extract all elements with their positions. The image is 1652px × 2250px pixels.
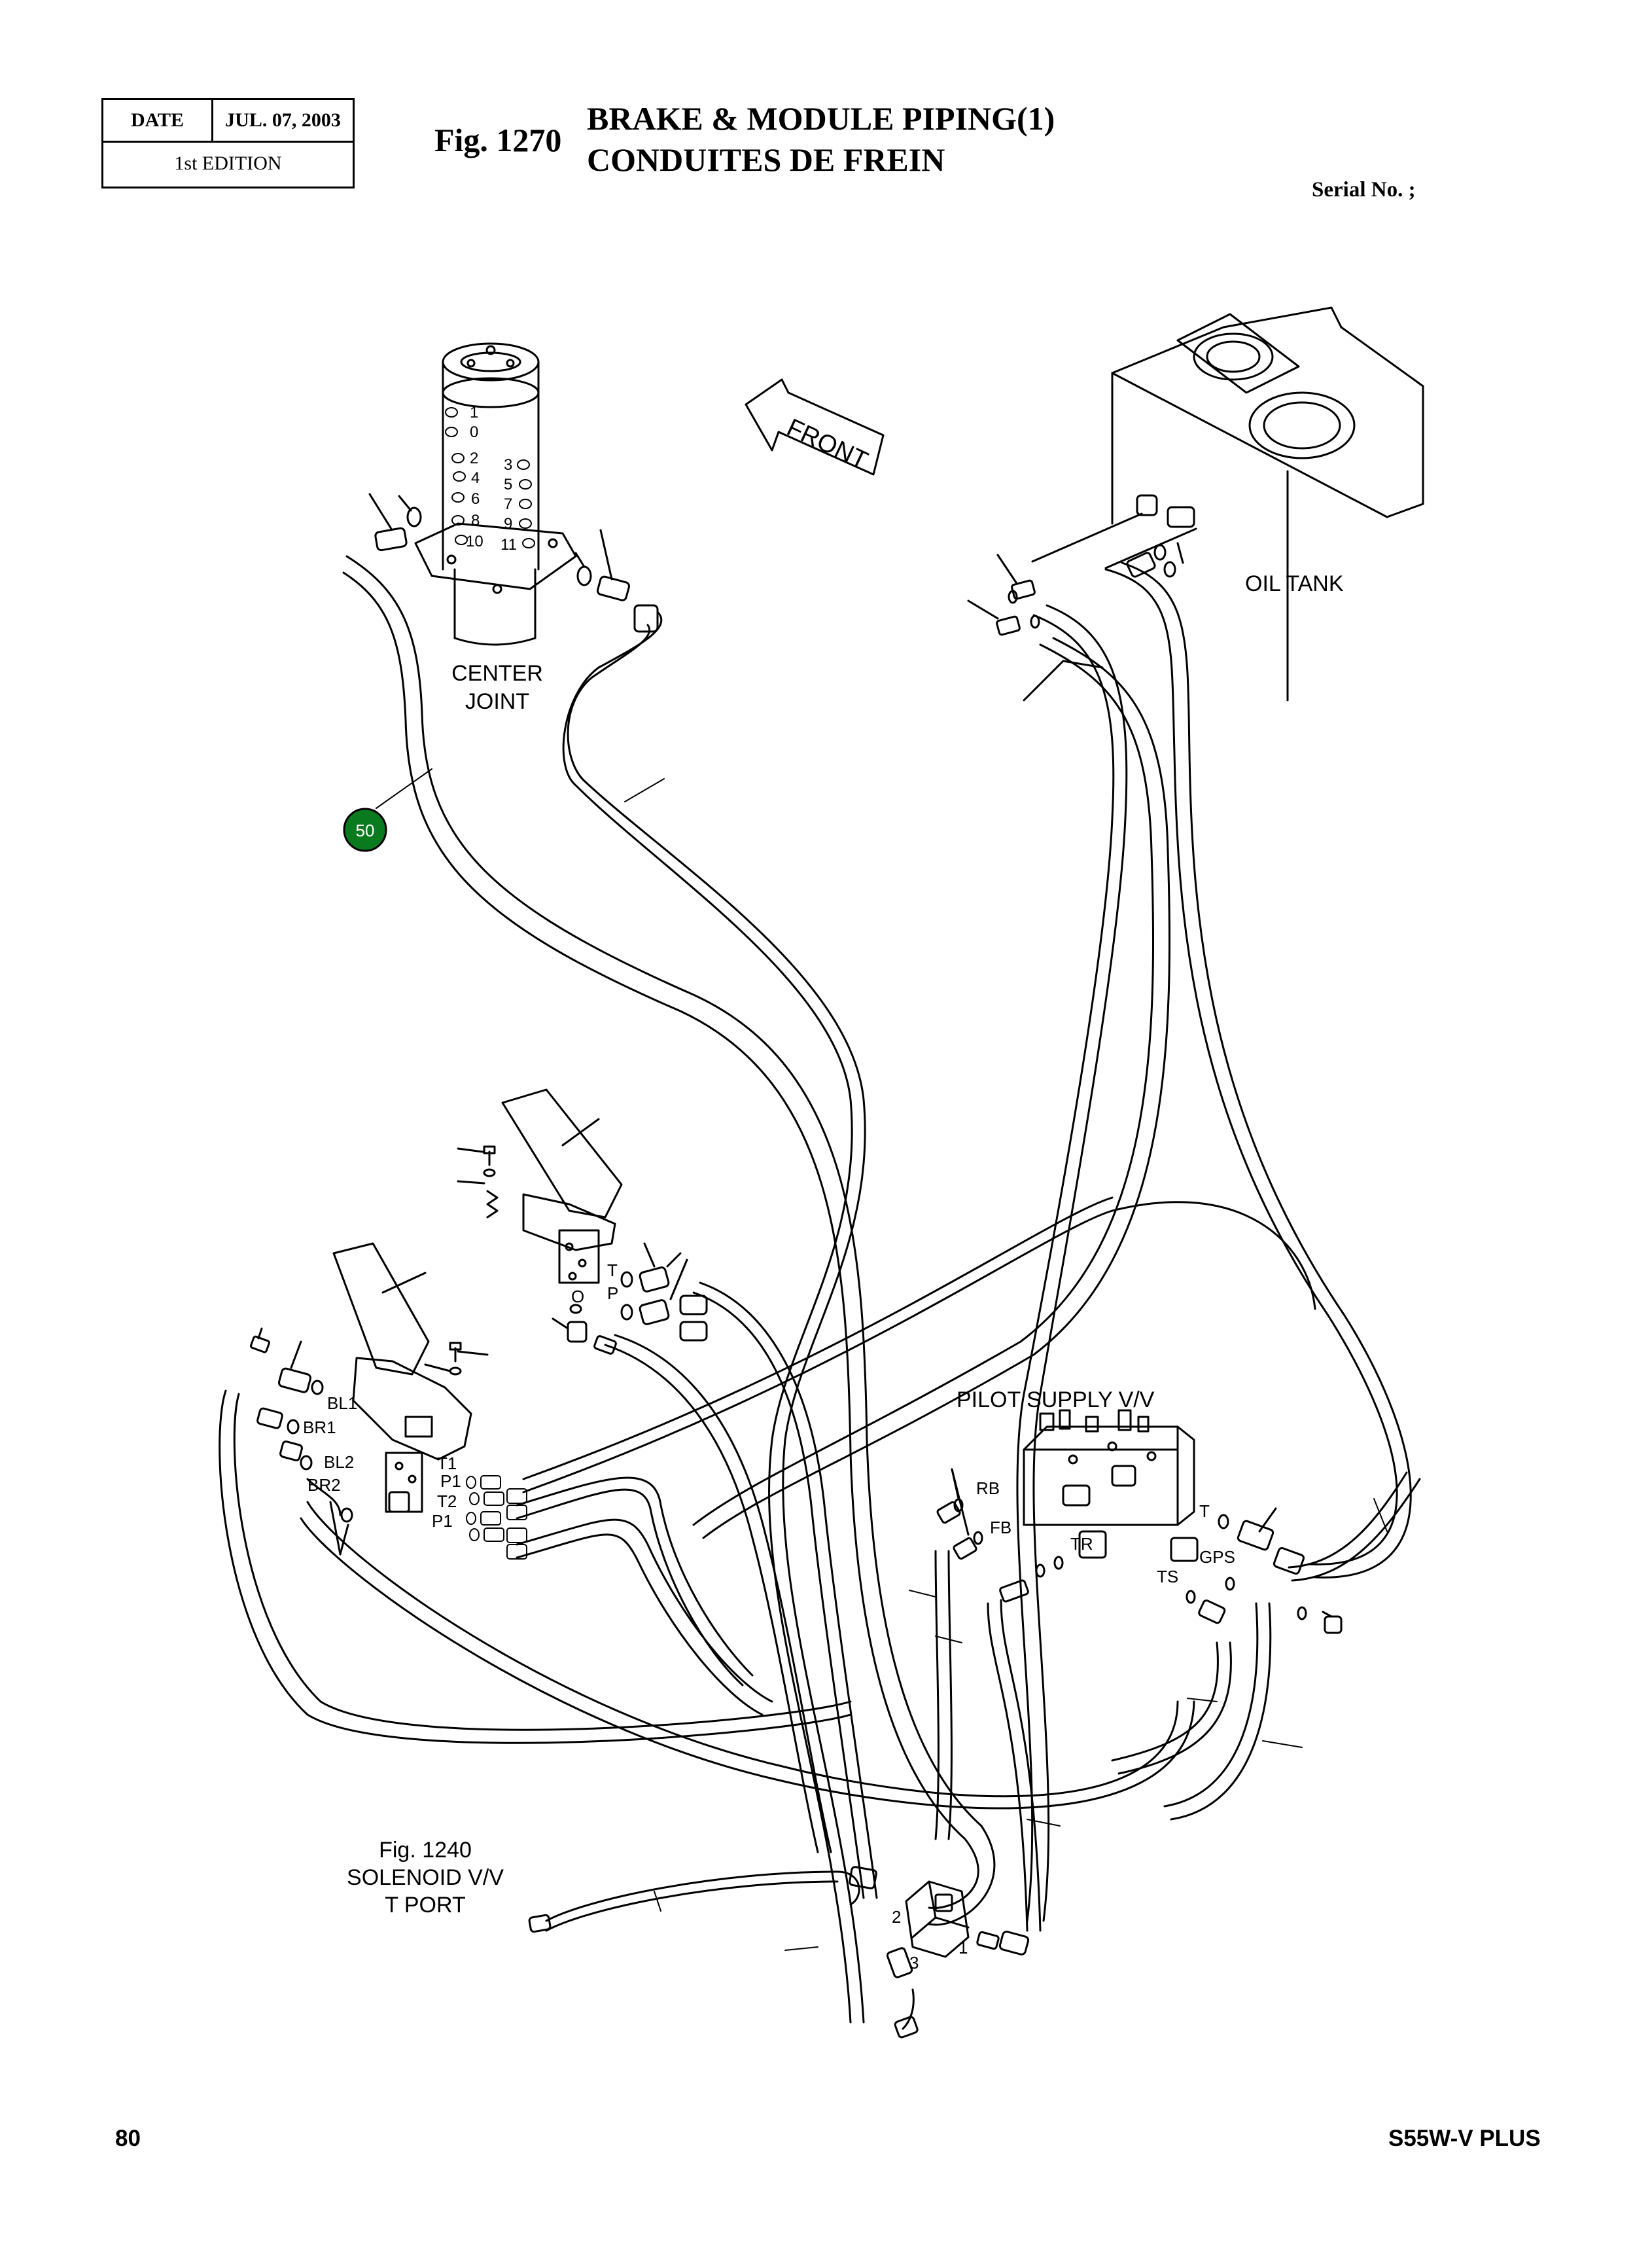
port-number: 11 [501,536,517,554]
port-number: 4 [471,469,480,487]
figure-number: Fig. 1270 [434,122,562,158]
joint-fittings [368,493,659,633]
callout-circle[interactable] [343,808,387,852]
solenoid-ref-label-2: SOLENOID V/V [347,1865,504,1890]
port-bl1: BL1 [327,1393,357,1413]
pilot-supply-label: PILOT SUPPLY V/V [957,1387,1155,1412]
solenoid-port-3: 3 [909,1953,919,1973]
front-label: FRONT [782,414,871,474]
port-p1-lower: P1 [432,1511,453,1531]
port-br1: BR1 [303,1418,336,1437]
date-label: DATE [103,100,213,141]
oil-tank [1031,306,1424,702]
solenoid-valve [849,1866,1030,2039]
solenoid-port-2: 2 [892,1907,901,1927]
port-bl2: BL2 [324,1452,354,1472]
brake-valve-pedal [249,1242,527,1560]
port-number: 3 [504,456,512,474]
solenoid-ref-label-1: Fig. 1240 [379,1838,472,1863]
title-english: BRAKE & MODULE PIPING(1) [587,100,1055,137]
serial-number: Serial No. ; [1312,178,1416,202]
port-number: 1 [470,404,478,421]
port-tr: TR [1070,1534,1093,1554]
port-number: 0 [470,423,478,441]
center-joint-label-2: JOINT [465,689,529,714]
port-t2: T2 [437,1491,457,1511]
callout-number[interactable]: 50 [356,821,375,840]
oil-tank-label: OIL TANK [1245,571,1344,596]
pedal-port-o: O [571,1287,584,1306]
port-number: 9 [504,515,512,533]
port-number: 10 [466,533,483,550]
port-ts: TS [1157,1567,1178,1586]
port-t: T [1199,1501,1210,1521]
solenoid-ref-label-3: T PORT [385,1893,465,1918]
port-number: 7 [504,495,512,513]
pedal-port-t: T [607,1260,618,1280]
pedal-port-p: P [607,1283,618,1303]
port-number: 8 [471,512,480,529]
edition-box-row: DATE JUL. 07, 2003 [103,100,353,143]
page-number: 80 [115,2126,141,2151]
port-fb: FB [990,1518,1011,1537]
port-gps: GPS [1199,1547,1235,1567]
solenoid-port-1: 1 [958,1938,968,1957]
callout-50[interactable]: 50 [343,808,387,852]
t-port-fitting [528,1914,552,1933]
leader-lines [376,768,1388,1951]
model-name: S55W-V PLUS [1388,2126,1541,2151]
front-arrow [745,378,885,476]
hoses [219,555,1421,2024]
edition-box: DATE JUL. 07, 2003 1st EDITION [101,98,355,188]
port-number: 2 [470,450,478,467]
port-rb: RB [976,1478,1000,1498]
port-br2: BR2 [308,1475,341,1495]
upper-pedal [457,1088,708,1355]
center-joint-label-1: CENTER [451,661,543,686]
port-number: 5 [504,476,512,493]
port-number: 6 [471,490,480,508]
pilot-supply-valve [936,1409,1343,1634]
title-french: CONDUITES DE FREIN [587,141,945,178]
port-p1: P1 [440,1471,461,1491]
date-value: JUL. 07, 2003 [225,109,341,131]
port-t1: T1 [437,1454,457,1473]
edition-label: 1st EDITION [174,152,282,174]
center-joint [414,342,577,646]
center-joint-port-numbers: 1 0 2 3 4 5 6 7 8 9 10 11 [466,404,517,554]
